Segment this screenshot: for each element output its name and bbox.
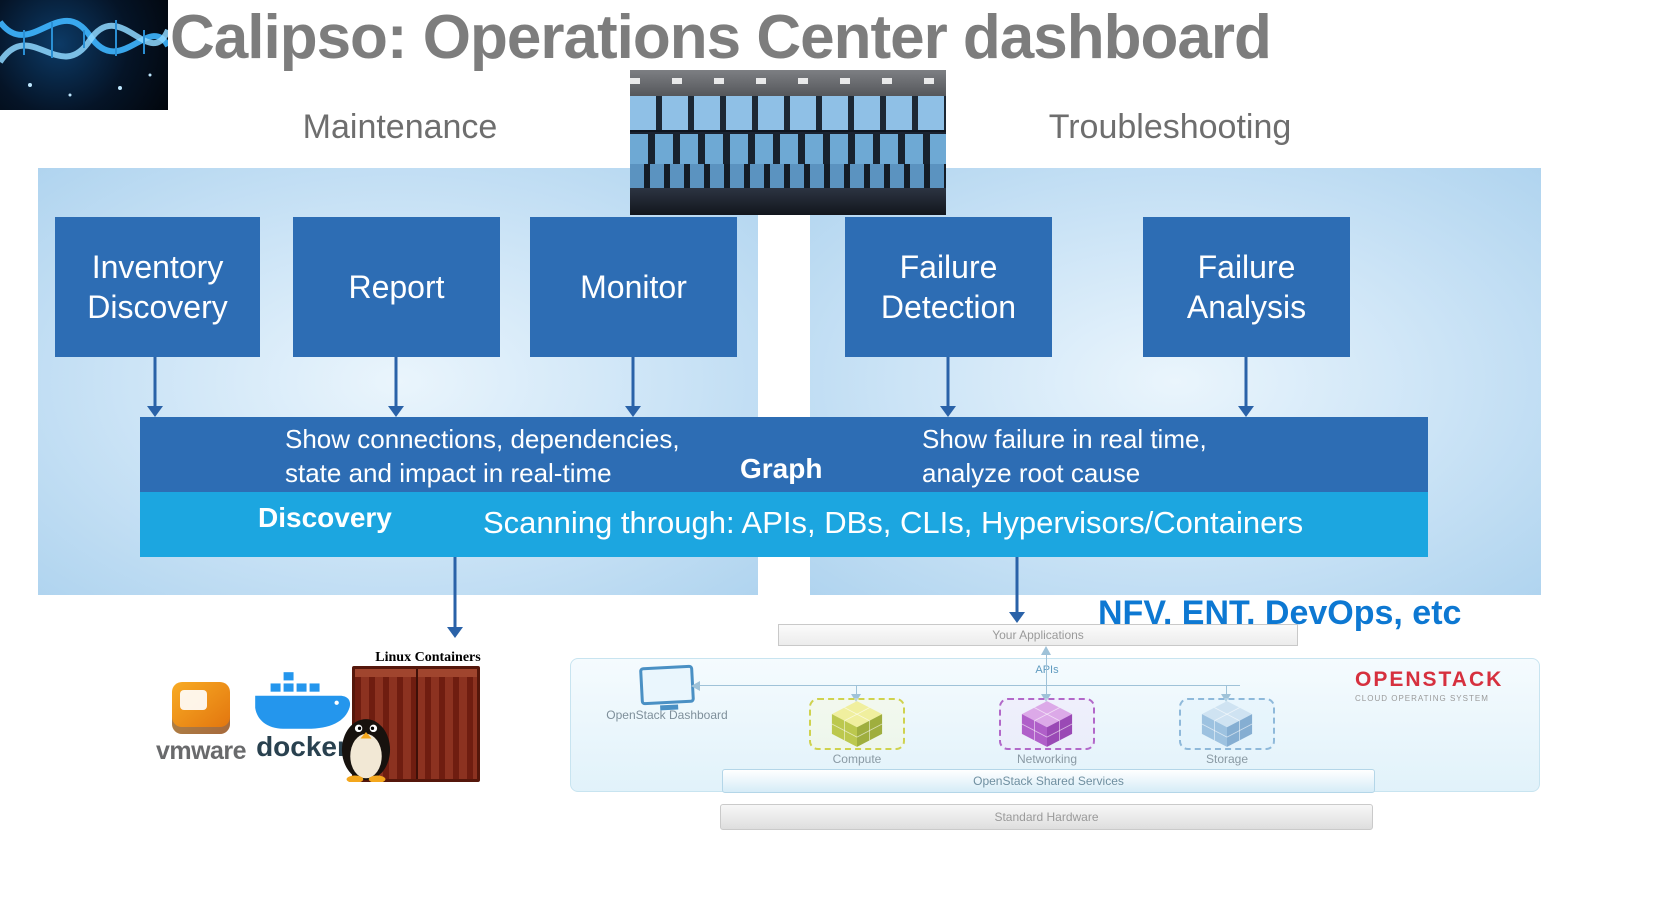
discovery-label: Discovery: [258, 502, 392, 533]
graph-left-text: Show connections, dependencies, state an…: [285, 424, 680, 488]
up-arrowhead-icon: [1041, 646, 1051, 655]
arrow-shaft: [453, 557, 457, 629]
arrow-shaft: [631, 357, 635, 408]
vmware-logo-text: vmware: [155, 737, 247, 765]
arrow-shaft: [946, 357, 950, 408]
photo-ceiling-texture: [630, 70, 946, 96]
docker-logo-text: docker: [256, 731, 348, 762]
networking-label: Networking: [1016, 752, 1078, 766]
compute-cube-icon: [831, 701, 883, 747]
compute-component-box: [809, 698, 905, 750]
connector-line: [856, 686, 857, 696]
graph-right-text: Show failure in real time, analyze root …: [922, 424, 1207, 488]
scanning-text: Scanning through: APIs, DBs, CLIs, Hyper…: [483, 505, 1304, 540]
discovery-bar: [140, 492, 1428, 557]
box-report: Report: [293, 217, 500, 357]
down-arrow: [447, 557, 463, 638]
down-arrow: [1238, 357, 1254, 417]
arrow-head: [147, 406, 163, 417]
shared-services-bar: OpenStack Shared Services: [722, 769, 1375, 793]
tux-penguin-icon: [341, 719, 391, 782]
down-arrow: [625, 357, 641, 417]
networking-component-box: [999, 698, 1095, 750]
box-monitor: Monitor: [530, 217, 737, 357]
openstack-logo: OPENSTACK CLOUD OPERATING SYSTEM: [1355, 668, 1525, 703]
connector-line: [1046, 686, 1047, 696]
connector-line: [700, 685, 1240, 686]
arrow-head: [447, 627, 463, 638]
arrow-shaft: [153, 357, 157, 408]
down-arrow: [147, 357, 163, 417]
down-arrow: [940, 357, 956, 417]
maintenance-section-label: Maintenance: [302, 108, 498, 146]
photo-monitor-row-texture: [630, 134, 946, 164]
connector-line: [1046, 654, 1047, 686]
box-failure-analysis: Failure Analysis: [1143, 217, 1350, 357]
networking-cube-icon: [1021, 701, 1073, 747]
openstack-logo-text: OPENSTACK: [1355, 668, 1504, 691]
arrow-head: [388, 406, 404, 417]
arrow-head: [940, 406, 956, 417]
your-applications-bar: Your Applications: [778, 624, 1298, 646]
storage-label: Storage: [1205, 752, 1249, 766]
openstack-logo-subtext: CLOUD OPERATING SYSTEM: [1355, 694, 1489, 703]
arrow-shaft: [394, 357, 398, 408]
graph-label: Graph: [740, 453, 823, 484]
docker-whale-icon: [255, 670, 351, 729]
storage-cube-icon: [1201, 701, 1253, 747]
page-title: Calipso: Operations Center dashboard: [170, 3, 1272, 72]
troubleshooting-section-label: Troubleshooting: [1048, 108, 1292, 146]
openstack-dashboard-label: OpenStack Dashboard: [606, 708, 728, 722]
left-arrowhead-icon: [691, 681, 700, 691]
arrow-head: [1009, 612, 1025, 623]
storage-component-box: [1179, 698, 1275, 750]
vmware-icon: [172, 682, 230, 734]
down-arrow: [1009, 557, 1025, 623]
box-inventory-discovery: Inventory Discovery: [55, 217, 260, 357]
openstack-dashboard-icon: [639, 664, 695, 706]
arrow-shaft: [1015, 557, 1019, 614]
down-arrow: [388, 357, 404, 417]
compute-label: Compute: [832, 752, 882, 766]
box-failure-detection: Failure Detection: [845, 217, 1052, 357]
dna-helix-icon: [0, 17, 171, 97]
arrow-shaft: [1244, 357, 1248, 408]
photo-monitor-row-texture: [630, 164, 946, 188]
connector-line: [1226, 686, 1227, 696]
linux-containers-label: Linux Containers: [375, 650, 481, 665]
apis-label: APIs: [1017, 664, 1077, 676]
arrow-head: [1238, 406, 1254, 417]
standard-hardware-bar: Standard Hardware: [720, 804, 1373, 830]
operations-center-photo: [630, 70, 946, 215]
photo-floor-texture: [630, 188, 946, 215]
arrow-head: [625, 406, 641, 417]
dna-decorative-image: [0, 0, 171, 110]
photo-screen-wall-texture: [630, 96, 946, 132]
graph-bar: [140, 417, 1428, 492]
